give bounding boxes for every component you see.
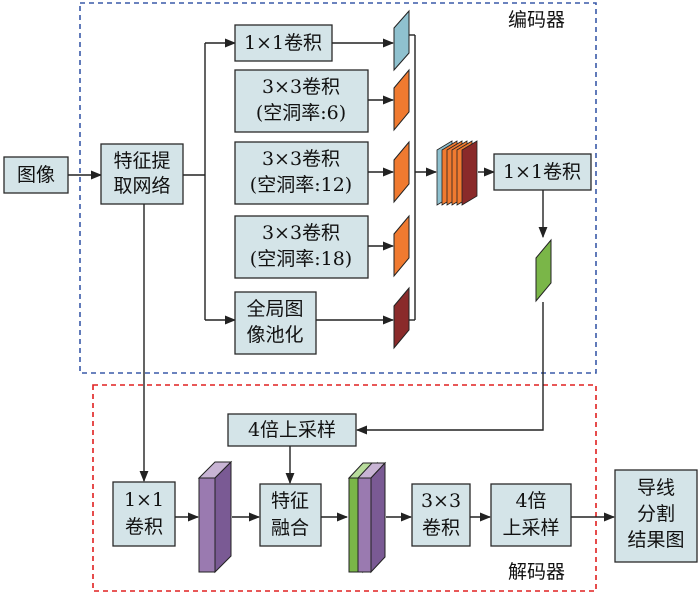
box-global-pooling: 全局图 像池化 [234,291,317,355]
feature-map-conv1x1 [393,9,410,72]
svg-text:1×1: 1×1 [124,489,164,511]
svg-text:卷积: 卷积 [125,516,163,538]
feature-map-green [535,238,552,303]
box-input-image: 图像 [3,156,69,194]
svg-text:(空洞率:6): (空洞率:6) [256,102,346,124]
box-conv3x3-rate18: 3×3卷积 (空洞率:18) [234,215,369,279]
box-conv1x1-decoder: 1×1 卷积 [112,481,176,547]
feature-map-pooling [393,286,410,350]
box-upsample4x-final: 4倍 上采样 [490,483,572,547]
box-feature-extraction: 特征提 取网络 [100,143,184,205]
svg-text:4倍上采样: 4倍上采样 [248,419,336,441]
feature-map-rate12 [393,140,410,204]
svg-text:3×3卷积: 3×3卷积 [262,148,340,170]
box-conv1x1-branch: 1×1卷积 [234,24,333,62]
svg-text:3×3卷积: 3×3卷积 [262,222,340,244]
decoder-region-border [92,384,597,592]
svg-text:取网络: 取网络 [113,175,170,197]
decoder-label: 解码器 [508,561,565,583]
svg-text:全局图: 全局图 [246,298,303,320]
svg-text:1×1卷积: 1×1卷积 [503,161,581,183]
svg-text:(空洞率:12): (空洞率:12) [250,174,352,196]
encoder-region-border [79,2,597,374]
concat-feature-stack [436,140,478,206]
encoder-label: 编码器 [508,9,565,31]
svg-text:卷积: 卷积 [422,517,460,539]
svg-text:3×3: 3×3 [421,490,461,512]
box-conv1x1-encoder: 1×1卷积 [493,153,592,191]
box-conv3x3-decoder: 3×3 卷积 [411,483,471,547]
feature-map-purple [197,460,233,574]
svg-text:特征: 特征 [271,490,309,512]
svg-text:分割: 分割 [637,503,675,525]
feature-map-rate18 [393,214,410,278]
svg-text:特征提: 特征提 [113,150,170,172]
svg-text:图像: 图像 [17,164,55,186]
box-upsample4x-top: 4倍上采样 [227,413,357,447]
box-feature-fusion: 特征 融合 [259,483,322,547]
box-segmentation-result: 导线 分割 结果图 [614,469,698,563]
box-conv3x3-rate6: 3×3卷积 (空洞率:6) [234,69,369,133]
svg-text:4倍: 4倍 [515,490,546,512]
svg-text:3×3卷积: 3×3卷积 [262,76,340,98]
svg-text:上采样: 上采样 [502,517,559,539]
svg-text:像池化: 像池化 [246,324,303,346]
fused-feature-stack [347,461,387,574]
svg-text:1×1卷积: 1×1卷积 [244,32,322,54]
arrow-green-to-upsample [355,302,544,435]
svg-text:导线: 导线 [637,477,675,499]
svg-text:融合: 融合 [271,517,309,539]
box-conv3x3-rate12: 3×3卷积 (空洞率:12) [234,141,369,205]
svg-text:(空洞率:18): (空洞率:18) [250,248,352,270]
svg-text:结果图: 结果图 [627,529,684,551]
feature-map-rate6 [393,68,410,132]
